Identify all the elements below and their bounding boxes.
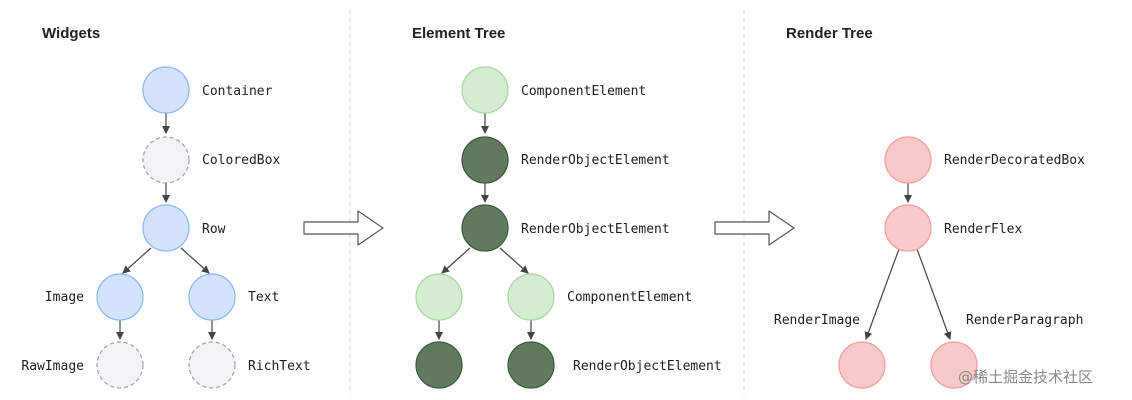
edge-renderobject2-component-left	[441, 247, 471, 274]
element-tree-title: Element Tree	[412, 25, 505, 42]
hollow-arrow-widgets-to-elements	[303, 210, 384, 246]
label-image: Image	[45, 290, 84, 305]
node-richtext	[188, 341, 236, 389]
node-render-paragraph	[930, 341, 978, 389]
node-render-object-element-1	[461, 136, 509, 184]
edge-flex-image	[864, 248, 900, 340]
node-container	[142, 66, 190, 114]
node-render-flex	[884, 204, 932, 252]
label-row: Row	[202, 222, 226, 237]
node-component-element-1	[461, 66, 509, 114]
label-render-flex: RenderFlex	[944, 222, 1022, 237]
label-component-element-1: ComponentElement	[521, 84, 646, 99]
label-component-element-2: ComponentElement	[567, 290, 692, 305]
label-render-object-element-2: RenderObjectElement	[521, 222, 670, 237]
label-render-image: RenderImage	[774, 313, 860, 328]
node-render-image	[838, 341, 886, 389]
edge-flex-paragraph	[916, 248, 952, 340]
node-render-object-element-left	[415, 341, 463, 389]
label-text: Text	[248, 290, 279, 305]
label-coloredbox: ColoredBox	[202, 153, 280, 168]
hollow-arrow-elements-to-render	[714, 210, 795, 246]
label-richtext: RichText	[248, 359, 311, 374]
label-render-object-element-1: RenderObjectElement	[521, 153, 670, 168]
edge-row-text	[180, 247, 210, 274]
label-rawimage: RawImage	[21, 359, 84, 374]
node-component-element-left	[415, 273, 463, 321]
label-container: Container	[202, 84, 273, 99]
node-render-object-element-right	[507, 341, 555, 389]
node-text	[188, 273, 236, 321]
watermark: @稀土掘金技术社区	[958, 368, 1093, 386]
node-row	[142, 204, 190, 252]
node-coloredbox	[142, 136, 190, 184]
node-rawimage	[96, 341, 144, 389]
label-render-object-element-3: RenderObjectElement	[573, 359, 722, 374]
node-render-decorated-box	[884, 136, 932, 184]
node-render-object-element-2	[461, 204, 509, 252]
label-render-decorated-box: RenderDecoratedBox	[944, 153, 1085, 168]
label-render-paragraph: RenderParagraph	[966, 313, 1083, 328]
edge-renderobject2-component-right	[499, 247, 529, 274]
edge-row-image	[122, 247, 152, 274]
render-tree-title: Render Tree	[786, 25, 873, 42]
node-image	[96, 273, 144, 321]
node-component-element-right	[507, 273, 555, 321]
widgets-title: Widgets	[42, 25, 100, 42]
